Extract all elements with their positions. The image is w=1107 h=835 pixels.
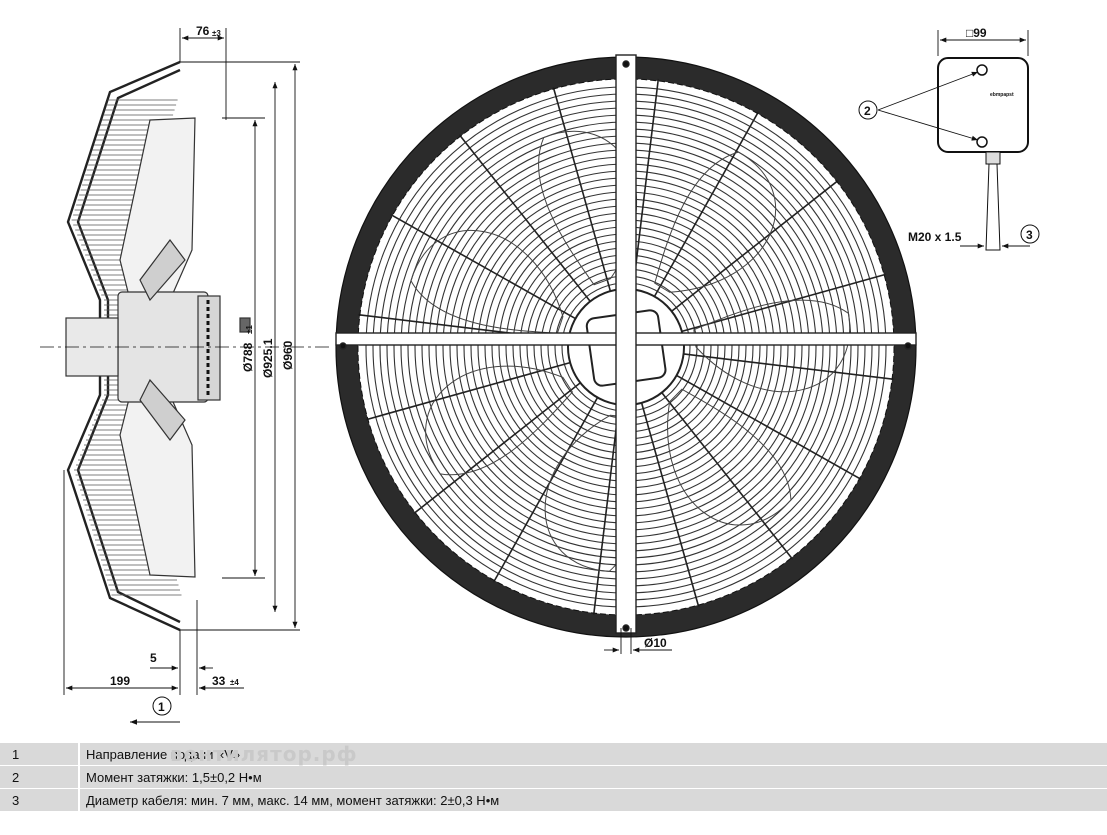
legend-number: 3 xyxy=(0,789,80,811)
torque-callout-2: 2 xyxy=(858,100,878,120)
legend-number: 2 xyxy=(0,766,80,788)
legend-row: 3 Диаметр кабеля: мин. 7 мм, макс. 14 мм… xyxy=(0,789,1107,812)
dim-199-label: 199 xyxy=(110,674,130,688)
side-view: 76 ±3 Ø788 ±1 Ø925.1 Ø960 5 199 33 ±4 1 xyxy=(40,24,330,725)
svg-text:3: 3 xyxy=(1026,228,1033,242)
dim-5-label: 5 xyxy=(150,651,157,665)
front-view: Ø10 xyxy=(335,54,917,654)
dim-788-label: Ø788 xyxy=(241,342,255,372)
svg-text:1: 1 xyxy=(158,700,165,714)
side-rotor xyxy=(65,117,251,578)
terminal-box-size-label: □99 xyxy=(966,26,987,40)
airflow-direction-callout: 1 xyxy=(130,696,180,725)
svg-text:2: 2 xyxy=(864,104,871,118)
hole-dimension xyxy=(604,628,672,654)
dim-76-label: 76 xyxy=(196,24,210,38)
guard-spokes xyxy=(357,78,895,616)
legend-text: Направление подачи «V» xyxy=(86,746,241,762)
dim-960-label: Ø960 xyxy=(281,340,295,370)
legend-text: Момент затяжки: 1,5±0,2 Н•м xyxy=(86,769,262,785)
terminal-box-view: ebmpapst □99 2 M20 x 1.5 3 xyxy=(858,26,1040,251)
cable-gland-label: M20 x 1.5 xyxy=(908,230,962,244)
terminal-box-brand: ebmpapst xyxy=(990,92,1014,98)
dim-925-label: Ø925.1 xyxy=(261,338,275,378)
dim-788-tolerance: ±1 xyxy=(245,325,254,334)
legend-table: 1 Направление подачи «V» 2 Момент затяжк… xyxy=(0,743,1107,812)
hole-dim-label: Ø10 xyxy=(644,636,667,650)
side-dimension-lines xyxy=(40,28,330,695)
mounting-brackets xyxy=(335,54,917,634)
dim-33-tolerance: ±4 xyxy=(230,678,239,687)
legend-text: Диаметр кабеля: мин. 7 мм, макс. 14 мм, … xyxy=(86,792,500,808)
legend-number: 1 xyxy=(0,743,80,765)
cable-callout-3: 3 xyxy=(1020,224,1040,244)
dim-76-tolerance: ±3 xyxy=(212,29,221,38)
legend-row: 1 Направление подачи «V» xyxy=(0,743,1107,766)
technical-drawing: 76 ±3 Ø788 ±1 Ø925.1 Ø960 5 199 33 ±4 1 xyxy=(40,24,1040,725)
dim-33-label: 33 xyxy=(212,674,226,688)
legend-row: 2 Момент затяжки: 1,5±0,2 Н•м xyxy=(0,766,1107,789)
